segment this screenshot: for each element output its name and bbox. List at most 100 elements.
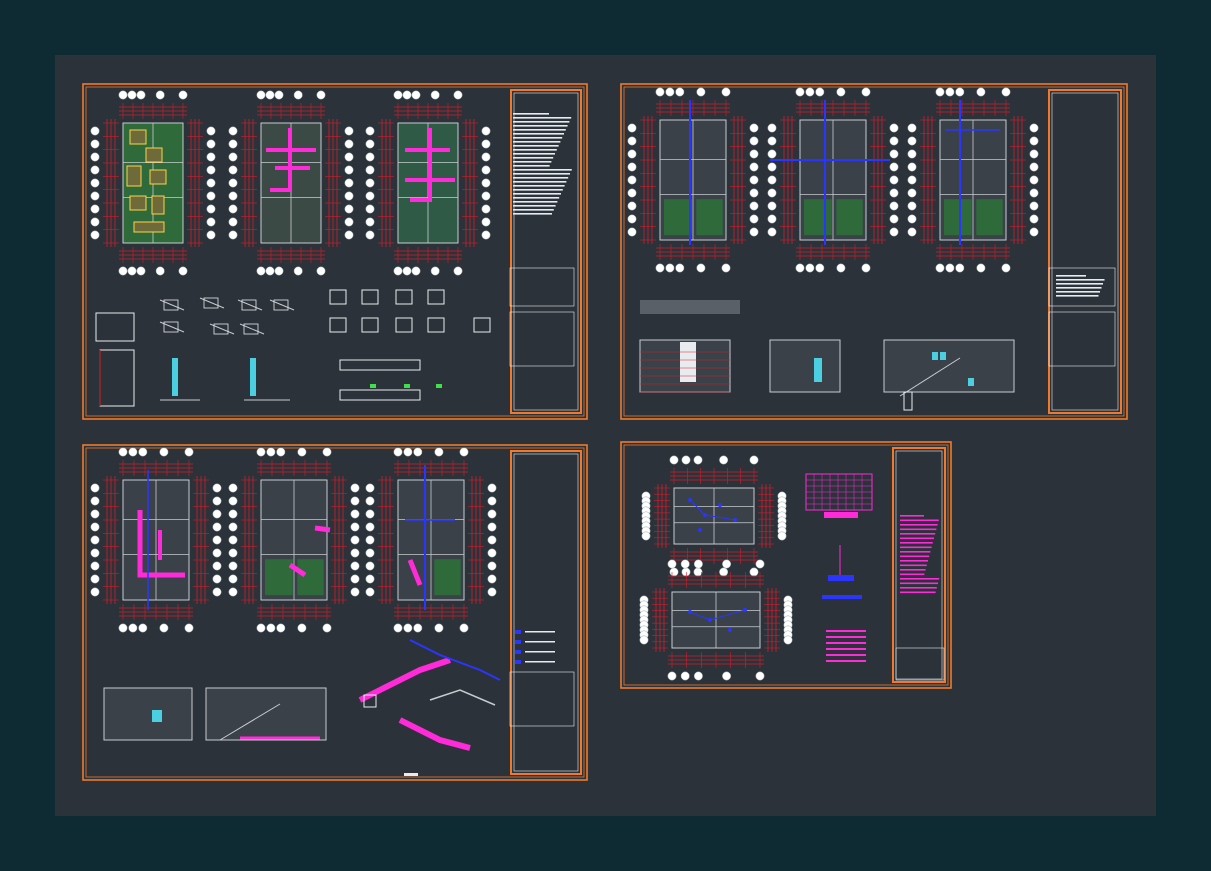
grid-bubble (755, 671, 765, 681)
title-block-inner (513, 453, 579, 772)
grid-bubble (907, 162, 917, 172)
column-detail (172, 358, 178, 396)
grid-bubble (836, 263, 846, 273)
grid-bubble (365, 535, 375, 545)
grid-bubble (889, 227, 899, 237)
green-area (297, 559, 324, 596)
note-line (1056, 279, 1105, 281)
grid-bubble (344, 152, 354, 162)
note-line (513, 129, 566, 131)
legend-swatch (515, 640, 521, 644)
grid-bubble (393, 90, 403, 100)
grid-bubble (627, 162, 637, 172)
grid-bubble (256, 623, 266, 633)
rebar-mark (436, 384, 442, 388)
sheet-inner-border (623, 86, 1125, 417)
grid-bubble (90, 217, 100, 227)
grid-bubble (722, 559, 732, 569)
grid-bubble (453, 90, 463, 100)
grid-bubble (955, 263, 965, 273)
section-feature (152, 710, 162, 722)
grid-bubble (1029, 201, 1039, 211)
grid-bubble (344, 217, 354, 227)
grid-bubble (344, 204, 354, 214)
grid-bubble (212, 522, 222, 532)
grid-bubble (1029, 175, 1039, 185)
grid-bubble (136, 90, 146, 100)
grid-bubble (365, 152, 375, 162)
grid-bubble (344, 165, 354, 175)
note-line (513, 201, 558, 203)
grid-bubble (90, 139, 100, 149)
grid-bubble (627, 149, 637, 159)
legend-line (826, 642, 866, 644)
grid-bubble (266, 447, 276, 457)
note-line (900, 519, 939, 522)
note-line (513, 177, 569, 179)
grid-bubble (907, 123, 917, 133)
rebar-mark (404, 384, 410, 388)
grid-bubble (1001, 87, 1011, 97)
grid-bubble (118, 447, 128, 457)
grid-bubble (136, 266, 146, 276)
grid-bubble (128, 447, 138, 457)
grid-bubble (350, 483, 360, 493)
grid-bubble (430, 90, 440, 100)
grid-bubble (749, 455, 759, 465)
grid-bubble (228, 548, 238, 558)
green-area (696, 199, 723, 236)
grid-bubble (481, 126, 491, 136)
note-line (900, 533, 936, 535)
note-line (513, 205, 556, 207)
grid-bubble (749, 567, 759, 577)
grid-bubble (945, 87, 955, 97)
sheet-border (620, 441, 952, 689)
grid-bubble (365, 204, 375, 214)
grid-bubble (719, 567, 729, 577)
note-line (900, 542, 933, 544)
title-block-inner (1051, 92, 1119, 411)
pipe-run (314, 525, 331, 533)
electrical-plan-1 (641, 455, 787, 577)
grid-bubble (907, 227, 917, 237)
grid-bubble (487, 509, 497, 519)
title-block-cell (509, 671, 575, 727)
legend-line (826, 660, 866, 662)
isometric-box (363, 694, 377, 708)
section-detail (361, 289, 379, 305)
grid-bubble (411, 266, 421, 276)
grid-bubble (487, 574, 497, 584)
grid-bubble (365, 509, 375, 519)
pipe-run (288, 562, 307, 578)
detail-box (273, 299, 289, 311)
grid-bubble (749, 175, 759, 185)
grid-bubble (722, 671, 732, 681)
note-line (513, 113, 549, 115)
grid-bubble (481, 217, 491, 227)
grid-bubble (767, 201, 777, 211)
section (103, 687, 193, 741)
footing (149, 169, 167, 185)
title-block-cell (895, 647, 945, 681)
grid-bubble (639, 635, 649, 645)
grid-bubble (344, 178, 354, 188)
grid-bubble (228, 165, 238, 175)
grid-bubble (889, 201, 899, 211)
electrical-plan-2 (639, 559, 793, 681)
grid-bubble (90, 509, 100, 519)
note-line (900, 582, 938, 585)
note-line (1056, 283, 1103, 285)
grid-bubble (403, 447, 413, 457)
grid-bubble (178, 90, 188, 100)
grid-bubble (206, 178, 216, 188)
grid-bubble (749, 201, 759, 211)
note-line (900, 569, 926, 571)
section-detail (427, 317, 445, 333)
column-detail (250, 358, 256, 396)
grid-bubble (344, 126, 354, 136)
grid-bubble (1029, 136, 1039, 146)
grid-bubble (665, 263, 675, 273)
section-feature (940, 352, 946, 360)
legend-line (525, 651, 555, 653)
